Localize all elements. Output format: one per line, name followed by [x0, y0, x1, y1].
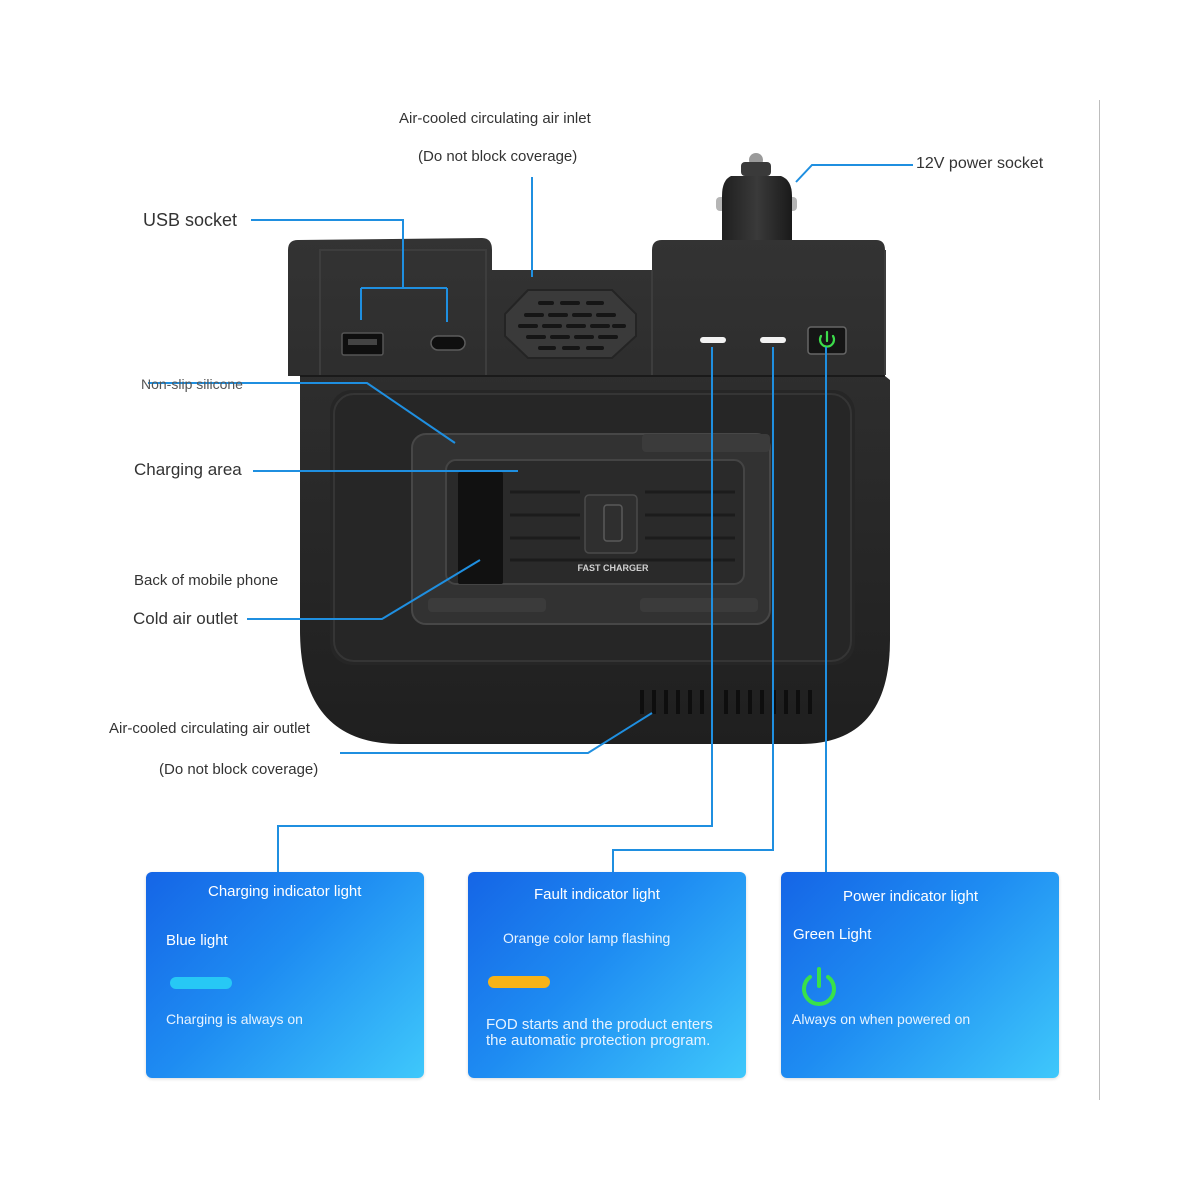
fast-charger-text: FAST CHARGER: [577, 563, 649, 573]
cold-air-outlet-label: Cold air outlet: [133, 609, 238, 628]
fault-indicator-led: [760, 337, 786, 343]
power-socket-label: 12V power socket: [916, 155, 1044, 172]
callout-charging-led: [277, 347, 713, 872]
card-subtitle: Orange color lamp flashing: [503, 930, 671, 946]
usb-c-port: [430, 335, 466, 351]
charging-area-label: Charging area: [134, 460, 242, 479]
charging-pad: FAST CHARGER: [330, 390, 855, 665]
card-title: Power indicator light: [843, 888, 979, 905]
non-slip-label: Non-slip silicone: [141, 376, 243, 392]
usb-socket-label: USB socket: [143, 210, 238, 230]
back-of-phone-label: Back of mobile phone: [134, 572, 279, 589]
air-outlet-note: (Do not block coverage): [159, 761, 319, 778]
air-inlet-vent: [504, 289, 637, 359]
power-icon: [802, 967, 836, 1006]
air-inlet-label: Air-cooled circulating air inlet: [399, 110, 591, 127]
blue-light-indicator: [170, 977, 232, 989]
air-inlet-note: (Do not block coverage): [418, 148, 578, 165]
charging-indicator-card: Charging indicator light Blue light Char…: [146, 872, 424, 1078]
air-outlet-vent: [640, 690, 812, 714]
callout-usb: [251, 219, 448, 322]
callout-non-slip: [148, 382, 456, 444]
charging-indicator-led: [700, 337, 726, 343]
car-plug: [716, 153, 797, 250]
fault-indicator-card: Fault indicator light Orange color lamp …: [468, 872, 746, 1078]
card-description: FOD starts and the product enters the au…: [486, 1016, 713, 1049]
orange-light-indicator: [488, 976, 550, 988]
card-description: Always on when powered on: [792, 1011, 971, 1027]
power-indicator-card: Power indicator light Green Light Always…: [781, 872, 1059, 1078]
card-subtitle: Blue light: [166, 932, 228, 949]
right-divider: [1099, 100, 1100, 1100]
card-description: Charging is always on: [166, 1011, 303, 1027]
callout-cold-air: [247, 559, 481, 620]
callout-fault-led: [612, 347, 774, 872]
air-outlet-label: Air-cooled circulating air outlet: [109, 720, 310, 737]
callout-lines: [148, 164, 913, 872]
callout-power-socket: [795, 164, 913, 183]
callout-air-outlet: [340, 712, 653, 754]
card-title: Fault indicator light: [534, 886, 660, 903]
card-subtitle: Green Light: [793, 926, 872, 943]
card-title: Charging indicator light: [208, 883, 362, 900]
